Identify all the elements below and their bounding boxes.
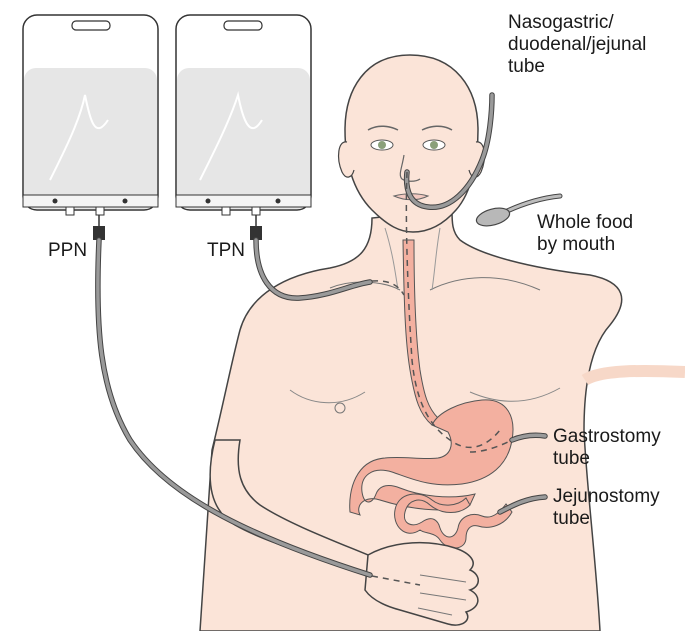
jejunostomy-label-line2: tube bbox=[553, 508, 660, 530]
ppn-label: PPN bbox=[48, 240, 87, 262]
nasogastric-label: Nasogastric/ duodenal/jejunal tube bbox=[508, 12, 646, 78]
jejunostomy-label-line1: Jejunostomy bbox=[553, 486, 660, 508]
nasogastric-label-line3: tube bbox=[508, 56, 646, 78]
left-iris bbox=[378, 141, 386, 149]
whole-food-label-line2: by mouth bbox=[537, 234, 633, 256]
right-iris bbox=[430, 141, 438, 149]
gastrostomy-label-line1: Gastrostomy bbox=[553, 426, 661, 448]
whole-food-label: Whole food by mouth bbox=[537, 212, 633, 256]
gastrostomy-label: Gastrostomy tube bbox=[553, 426, 661, 470]
tpn-bag bbox=[176, 15, 311, 240]
whole-food-label-line1: Whole food bbox=[537, 212, 633, 234]
head bbox=[345, 55, 478, 232]
shoulder-shade bbox=[585, 371, 685, 380]
ppn-bag bbox=[23, 15, 158, 240]
nasogastric-label-line2: duodenal/jejunal bbox=[508, 34, 646, 56]
nasogastric-label-line1: Nasogastric/ bbox=[508, 12, 646, 34]
gastrostomy-label-line2: tube bbox=[553, 448, 661, 470]
spoon-bowl bbox=[475, 205, 512, 229]
jejunostomy-label: Jejunostomy tube bbox=[553, 486, 660, 530]
tpn-label: TPN bbox=[207, 240, 245, 262]
